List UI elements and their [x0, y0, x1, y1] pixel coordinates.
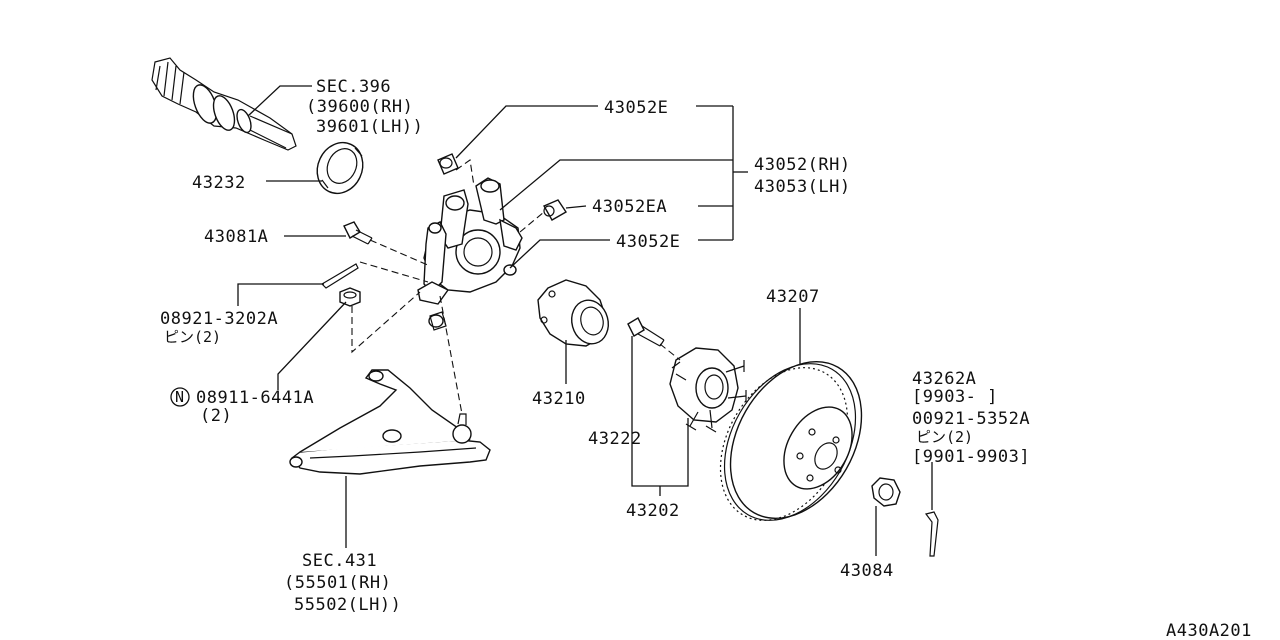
svg-text:55502(LH)): 55502(LH)) [294, 595, 401, 615]
callout-08921: 08921-3202A ピン(2) [160, 309, 278, 346]
callout-43084: 43084 [840, 561, 894, 581]
hub-bearing-part-43210 [537, 279, 609, 347]
cotter-pin-part [321, 263, 359, 289]
svg-text:43053(LH): 43053(LH) [754, 177, 851, 197]
hub-bolt-part-43222 [627, 317, 665, 347]
svg-text:SEC.431: SEC.431 [302, 551, 377, 571]
svg-text:ピン(2): ピン(2) [916, 428, 973, 446]
n-mark-icon [170, 387, 190, 407]
bushing-part-43052e-top [437, 153, 459, 175]
assembly-dashed-lines [351, 159, 681, 415]
drive-shaft-part [151, 57, 297, 151]
diagram-id: A430A201 [1166, 621, 1252, 640]
svg-text:(39600(RH): (39600(RH) [306, 97, 413, 117]
cotter-pin-part-43262a [924, 511, 939, 557]
callout-08911: N 08911-6441A (2) [170, 387, 314, 426]
bushing-part-43052ea [543, 199, 567, 221]
seal-part-43232 [316, 141, 364, 195]
svg-text:[9901-9903]: [9901-9903] [912, 447, 1030, 467]
svg-text:08911-6441A: 08911-6441A [196, 388, 314, 408]
svg-text:00921-5352A: 00921-5352A [912, 409, 1030, 429]
leader-lines [237, 85, 933, 556]
bolt-part-43081a [343, 221, 373, 245]
nut-part-08911 [339, 287, 361, 307]
hub-part-43202 [669, 347, 747, 433]
svg-text:(55501(RH): (55501(RH) [284, 573, 391, 593]
callout-43207: 43207 [766, 287, 820, 307]
callout-43232: 43232 [192, 173, 246, 193]
callout-sec431: SEC.431 (55501(RH) 55502(LH)) [284, 551, 401, 615]
callout-43052e-top: 43052E [604, 98, 668, 118]
svg-text:SEC.396: SEC.396 [316, 77, 391, 97]
brake-disc-part-43207 [719, 360, 863, 521]
svg-text:39601(LH)): 39601(LH)) [316, 117, 423, 137]
svg-text:N: N [175, 388, 184, 406]
svg-text:08921-3202A: 08921-3202A [160, 309, 278, 329]
lower-arm-part [289, 369, 491, 475]
callout-43262a: 43262A [9903- ] 00921-5352A ピン(2) [9901-… [912, 369, 1030, 467]
callout-43052ea: 43052EA [592, 197, 667, 217]
callout-43210: 43210 [532, 389, 586, 409]
hub-nut-part-43084 [871, 477, 901, 507]
callout-43052: 43052(RH) 43053(LH) [754, 155, 851, 197]
callout-43081a: 43081A [204, 227, 268, 247]
callout-sec396: SEC.396 (39600(RH) 39601(LH)) [306, 77, 423, 137]
svg-text:43052(RH): 43052(RH) [754, 155, 851, 175]
svg-text:ピン(2): ピン(2) [164, 328, 221, 346]
svg-text:43262A: 43262A [912, 369, 976, 389]
callout-43222: 43222 [588, 429, 642, 449]
knuckle-part [417, 177, 523, 331]
callout-43202: 43202 [626, 501, 680, 521]
svg-text:[9903- ]: [9903- ] [912, 387, 998, 407]
callout-43052e-bottom: 43052E [616, 232, 680, 252]
svg-text:(2): (2) [200, 406, 232, 426]
